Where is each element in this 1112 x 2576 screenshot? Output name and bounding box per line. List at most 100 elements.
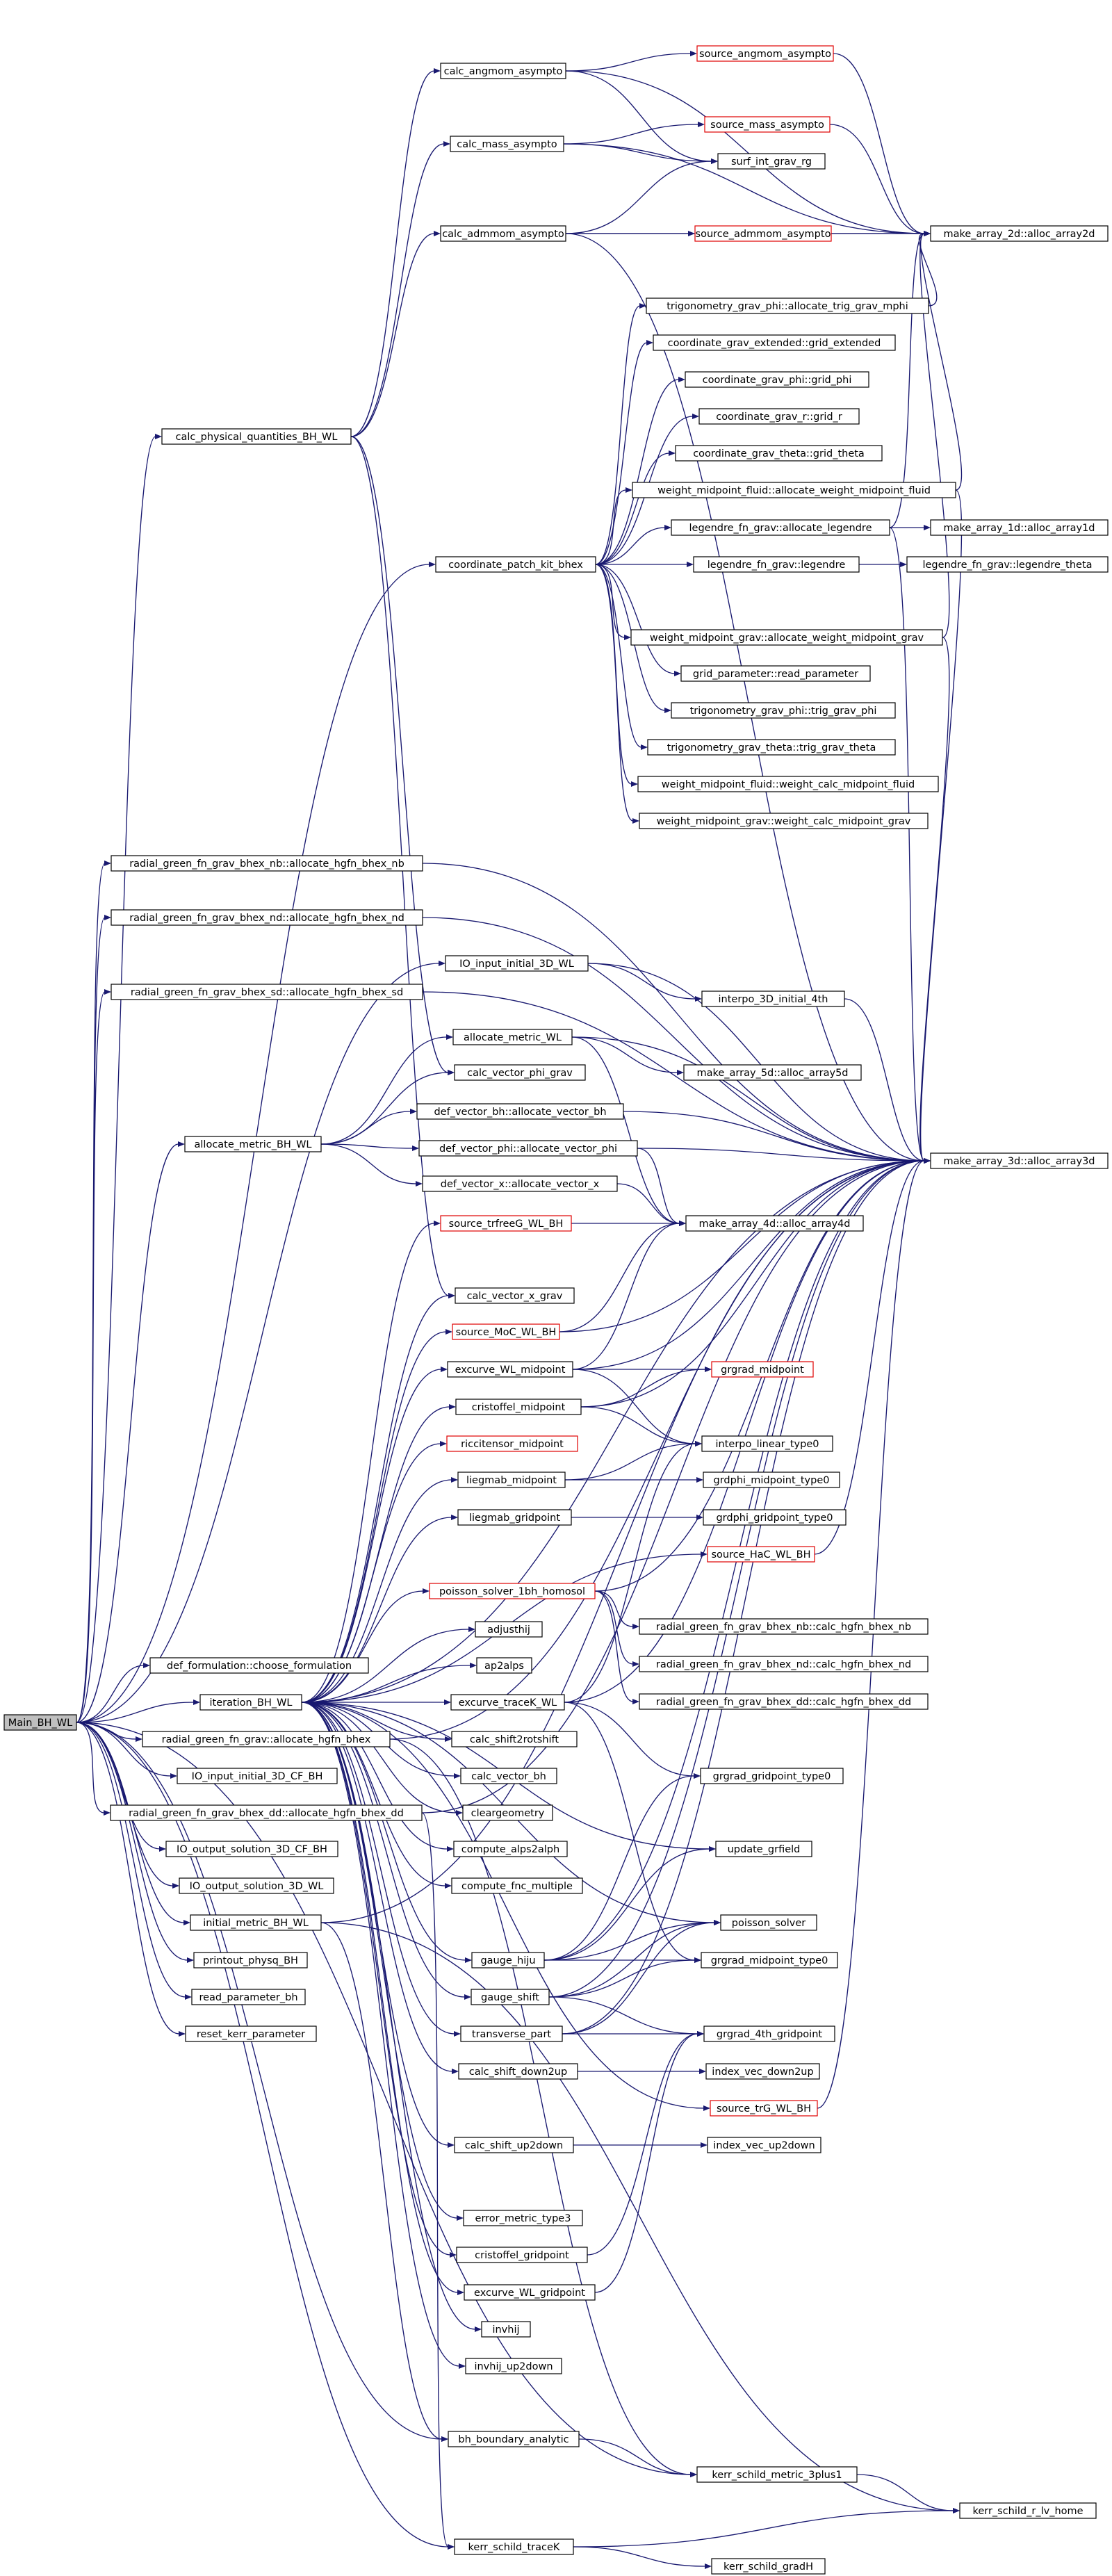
node-exmid[interactable]: excurve_WL_midpoint: [447, 1361, 573, 1378]
node-cvphi[interactable]: calc_vector_phi_grav: [454, 1064, 586, 1081]
node-emt3[interactable]: error_metric_type3: [463, 2210, 583, 2226]
node-a3d[interactable]: make_array_3d::alloc_array3d: [930, 1152, 1109, 1169]
node-trigmphi[interactable]: trigonometry_grav_phi::allocate_trig_gra…: [646, 297, 929, 314]
node-cvbh[interactable]: calc_vector_bh: [460, 1768, 557, 1784]
node-lgmid[interactable]: liegmab_midpoint: [457, 1472, 566, 1488]
node-tphi[interactable]: trigonometry_grav_phi::trig_grav_phi: [671, 702, 896, 719]
node-nd[interactable]: radial_green_fn_grav_bhex_nd::allocate_h…: [111, 909, 423, 926]
node-ioout[interactable]: IO_output_solution_3D_WL: [179, 1877, 334, 1894]
node-dvphi[interactable]: def_vector_phi::allocate_vector_phi: [418, 1140, 638, 1157]
node-ttheta[interactable]: trigonometry_grav_theta::trig_grav_theta: [647, 739, 896, 756]
node-cadm[interactable]: calc_admmom_asympto: [440, 225, 566, 242]
node-deform[interactable]: def_formulation::choose_formulation: [149, 1657, 369, 1674]
node-shac[interactable]: source_HaC_WL_BH: [707, 1546, 815, 1563]
node-ivu2d[interactable]: index_vec_up2down: [707, 2137, 821, 2153]
node-ioin[interactable]: IO_input_initial_3D_WL: [445, 955, 589, 972]
node-prt[interactable]: printout_physq_BH: [193, 1952, 308, 1968]
node-cangmom[interactable]: calc_angmom_asympto: [440, 63, 566, 79]
node-amb[interactable]: allocate_metric_BH_WL: [184, 1136, 322, 1152]
node-gr[interactable]: coordinate_grav_r::grid_r: [698, 408, 860, 425]
node-dvbh[interactable]: def_vector_bh::allocate_vector_bh: [416, 1103, 624, 1120]
node-gmidt[interactable]: grgrad_midpoint_type0: [701, 1952, 838, 1968]
node-rkerr[interactable]: reset_kerr_parameter: [185, 2025, 317, 2042]
node-dvx[interactable]: def_vector_x::allocate_vector_x: [422, 1175, 618, 1192]
node-clg[interactable]: cleargeometry: [462, 1804, 553, 1821]
node-cpk[interactable]: coordinate_patch_kit_bhex: [435, 556, 596, 573]
node-gshift[interactable]: gauge_shift: [471, 1989, 550, 2005]
node-invhij[interactable]: invhij: [481, 2321, 531, 2338]
node-a4d[interactable]: make_array_4d::alloc_array4d: [685, 1215, 864, 1232]
node-tpart[interactable]: transverse_part: [460, 2025, 563, 2042]
node-cmass[interactable]: calc_mass_asympto: [450, 136, 564, 152]
node-lalloc[interactable]: legendre_fn_grav::allocate_legendre: [671, 519, 890, 536]
node-smoc[interactable]: source_MoC_WL_BH: [452, 1323, 560, 1340]
node-sang[interactable]: source_angmom_asympto: [696, 45, 834, 62]
node-iooutCF[interactable]: IO_output_solution_3D_CF_BH: [165, 1841, 338, 1857]
node-gdgrid[interactable]: grdphi_gridpoint_type0: [703, 1509, 847, 1526]
node-ca2[interactable]: compute_alps2alph: [453, 1841, 568, 1857]
node-leg[interactable]: legendre_fn_grav::legendre: [693, 556, 860, 573]
node-wcgrav[interactable]: weight_midpoint_grav::weight_calc_midpoi…: [639, 813, 929, 829]
node-ricci[interactable]: riccitensor_midpoint: [446, 1435, 578, 1452]
node-interp4[interactable]: interpo_3D_initial_4th: [701, 991, 845, 1007]
node-cpq[interactable]: calc_physical_quantities_BH_WL: [161, 428, 352, 445]
node-ks3[interactable]: kerr_schild_metric_3plus1: [696, 2466, 858, 2483]
node-rpbh[interactable]: read_parameter_bh: [191, 1989, 306, 2005]
node-cnd[interactable]: radial_green_fn_grav_bhex_nd::calc_hgfn_…: [639, 1656, 929, 1672]
node-a2d[interactable]: make_array_2d::alloc_array2d: [930, 225, 1109, 242]
node-grmid[interactable]: grgrad_midpoint: [711, 1361, 814, 1378]
node-ufield[interactable]: update_grfield: [715, 1841, 812, 1857]
node-strf[interactable]: source_trfreeG_WL_BH: [440, 1215, 572, 1232]
node-poisbh[interactable]: poisson_solver_1bh_homosol: [429, 1583, 596, 1599]
node-kstr[interactable]: kerr_schild_traceK: [454, 2538, 574, 2555]
node-gtheta[interactable]: coordinate_grav_theta::grid_theta: [675, 445, 883, 462]
node-cdd[interactable]: radial_green_fn_grav_bhex_dd::calc_hgfn_…: [639, 1693, 929, 1710]
node-ksgrad[interactable]: kerr_schild_gradH: [711, 2558, 826, 2575]
node-amw[interactable]: allocate_metric_WL: [452, 1029, 573, 1045]
node-wmfluid[interactable]: weight_midpoint_fluid::allocate_weight_m…: [632, 482, 956, 498]
node-sd[interactable]: radial_green_fn_grav_bhex_sd::allocate_h…: [111, 984, 423, 1000]
node-csu2d[interactable]: calc_shift_up2down: [454, 2137, 574, 2153]
node-extr[interactable]: excurve_traceK_WL: [450, 1694, 565, 1711]
node-cvx[interactable]: calc_vector_x_grav: [455, 1287, 575, 1304]
node-ilin[interactable]: interpo_linear_type0: [701, 1435, 833, 1452]
node-gphi[interactable]: coordinate_grav_phi::grid_phi: [685, 371, 869, 388]
node-gdmid[interactable]: grdphi_midpoint_type0: [703, 1472, 840, 1488]
node-crmid[interactable]: cristoffel_midpoint: [455, 1399, 582, 1415]
node-ghiju[interactable]: gauge_hiju: [471, 1952, 545, 1968]
node-main[interactable]: Main_BH_WL: [3, 1714, 77, 1731]
node-ap2[interactable]: ap2alps: [476, 1657, 532, 1674]
node-wmgrav[interactable]: weight_midpoint_grav::allocate_weight_mi…: [630, 629, 943, 646]
node-surf[interactable]: surf_int_grav_rg: [717, 153, 826, 170]
node-cs2[interactable]: calc_shift2rotshift: [451, 1731, 578, 1747]
node-ggrid[interactable]: grgrad_gridpoint_type0: [700, 1768, 844, 1784]
node-crgrid[interactable]: cristoffel_gridpoint: [456, 2247, 588, 2263]
node-dd[interactable]: radial_green_fn_grav_bhex_dd::allocate_h…: [110, 1804, 423, 1821]
node-strg[interactable]: source_trG_WL_BH: [710, 2100, 818, 2117]
node-pois[interactable]: poisson_solver: [720, 1914, 817, 1931]
node-gext[interactable]: coordinate_grav_extended::grid_extended: [653, 334, 896, 351]
node-ivd2u[interactable]: index_vec_down2up: [705, 2063, 820, 2080]
node-smass[interactable]: source_mass_asympto: [704, 116, 831, 133]
node-g4th[interactable]: grgrad_4th_gridpoint: [703, 2025, 835, 2042]
node-invhu2d[interactable]: invhij_up2down: [465, 2358, 562, 2374]
node-cnb[interactable]: radial_green_fn_grav_bhex_nb::calc_hgfn_…: [639, 1618, 929, 1635]
node-adj[interactable]: adjusthij: [475, 1621, 543, 1638]
node-ioinCF[interactable]: IO_input_initial_3D_CF_BH: [177, 1768, 338, 1784]
node-a1d[interactable]: make_array_1d::alloc_array1d: [930, 519, 1109, 536]
node-nb[interactable]: radial_green_fn_grav_bhex_nb::allocate_h…: [111, 855, 423, 872]
node-legth[interactable]: legendre_fn_grav::legendre_theta: [906, 556, 1109, 573]
node-rpar[interactable]: grid_parameter::read_parameter: [680, 665, 871, 682]
node-a5d[interactable]: make_array_5d::alloc_array5d: [683, 1064, 862, 1081]
node-csd2u[interactable]: calc_shift_down2up: [458, 2063, 578, 2080]
node-cfnc[interactable]: compute_fnc_multiple: [451, 1877, 583, 1894]
node-itb[interactable]: iteration_BH_WL: [199, 1694, 302, 1711]
node-rgbhex[interactable]: radial_green_fn_grav::allocate_hgfn_bhex: [142, 1731, 391, 1747]
node-bhba[interactable]: bh_boundary_analytic: [448, 2431, 580, 2447]
node-imb[interactable]: initial_metric_BH_WL: [190, 1914, 322, 1931]
node-sadm[interactable]: source_admmom_asympto: [694, 225, 832, 242]
node-exgrid[interactable]: excurve_WL_gridpoint: [464, 2284, 596, 2301]
node-wcfluid[interactable]: weight_midpoint_fluid::weight_calc_midpo…: [637, 776, 939, 792]
node-lggrid[interactable]: liegmab_gridpoint: [457, 1509, 572, 1526]
node-ksr[interactable]: kerr_schild_r_lv_home: [959, 2502, 1097, 2519]
